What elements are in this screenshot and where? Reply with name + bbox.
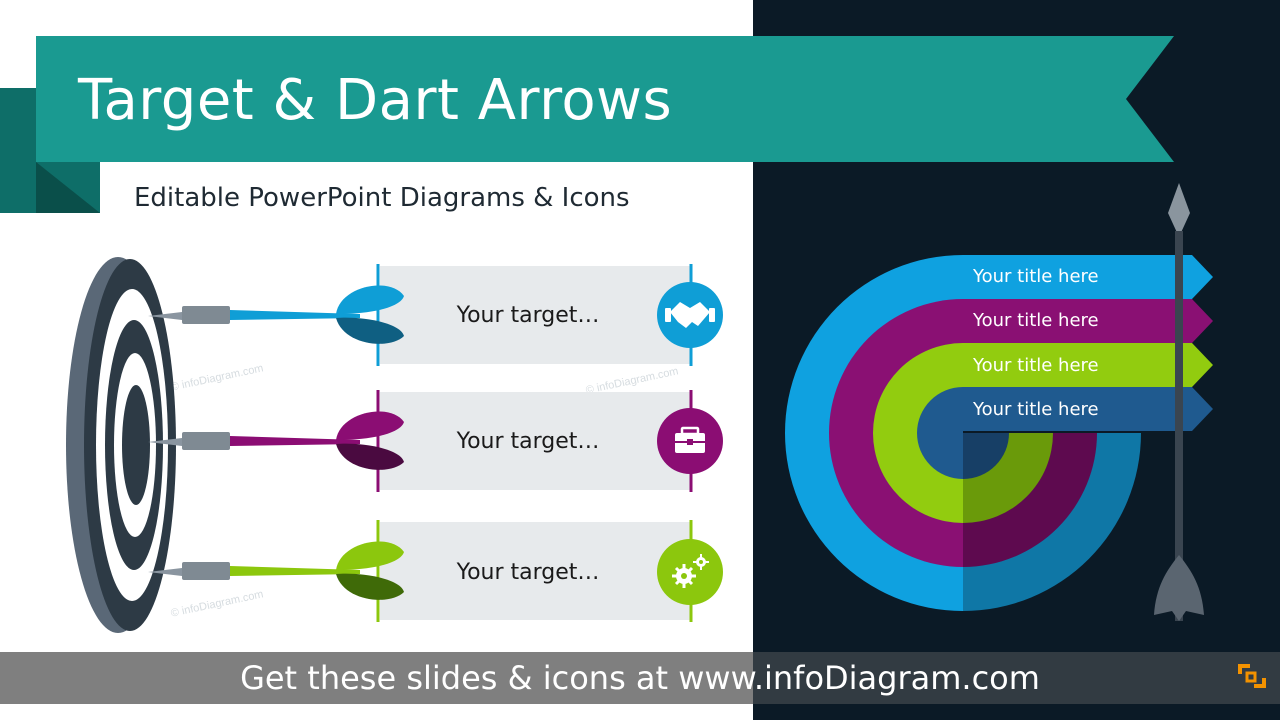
dartboard-diagram bbox=[66, 257, 723, 633]
dart-2 bbox=[148, 411, 404, 470]
page-subtitle: Editable PowerPoint Diagrams & Icons bbox=[134, 183, 630, 213]
toolbox-icon bbox=[675, 426, 705, 453]
target-row-1 bbox=[148, 264, 723, 366]
ring-4 bbox=[917, 387, 963, 479]
title-banner bbox=[36, 36, 1174, 162]
target-box bbox=[380, 266, 692, 364]
target-label-3: Your target… bbox=[456, 560, 600, 585]
ring-title-3: Your title here bbox=[973, 355, 1099, 376]
ring-arrows-diagram bbox=[785, 183, 1213, 621]
ring-title-2: Your title here bbox=[973, 310, 1099, 331]
arrow-band-2 bbox=[963, 299, 1213, 343]
footer-link-text[interactable]: Get these slides & icons at www.infoDiag… bbox=[240, 659, 1040, 697]
ring-title-4: Your title here bbox=[973, 399, 1099, 420]
target-box bbox=[380, 392, 692, 490]
gears-icon bbox=[672, 554, 709, 588]
handshake-icon bbox=[665, 302, 715, 328]
dartboard bbox=[66, 257, 176, 633]
infodiagram-logo-icon[interactable] bbox=[1236, 660, 1268, 692]
target-row-2 bbox=[148, 390, 723, 492]
target-label-2: Your target… bbox=[456, 429, 600, 454]
dart-3 bbox=[148, 541, 404, 600]
footer-bar-dark bbox=[753, 652, 1280, 704]
arrow-band-1 bbox=[963, 255, 1213, 299]
target-row-3 bbox=[148, 520, 723, 622]
dart-1 bbox=[148, 285, 404, 344]
target-box bbox=[380, 522, 692, 620]
ring-title-1: Your title here bbox=[973, 266, 1099, 287]
page-title: Target & Dart Arrows bbox=[78, 68, 673, 133]
arrow-band-3 bbox=[963, 343, 1213, 387]
arrow-band-4 bbox=[963, 387, 1213, 431]
target-label-1: Your target… bbox=[456, 303, 600, 328]
arrow-icon bbox=[1154, 183, 1204, 621]
